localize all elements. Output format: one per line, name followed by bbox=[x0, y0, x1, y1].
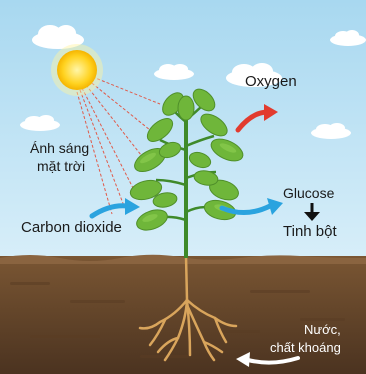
glucose-label: Glucose bbox=[283, 185, 334, 202]
sun-icon bbox=[51, 44, 103, 96]
sunlight-label-line2: mặt trời bbox=[37, 158, 85, 175]
water-minerals-label-line1: Nước, bbox=[304, 322, 341, 338]
sunlight-label-line1: Ánh sáng bbox=[30, 140, 89, 157]
water-minerals-label-line2: chất khoáng bbox=[270, 340, 341, 356]
oxygen-label: Oxygen bbox=[245, 73, 297, 90]
carbon-dioxide-label: Carbon dioxide bbox=[21, 219, 122, 236]
starch-label: Tinh bột bbox=[283, 223, 337, 240]
